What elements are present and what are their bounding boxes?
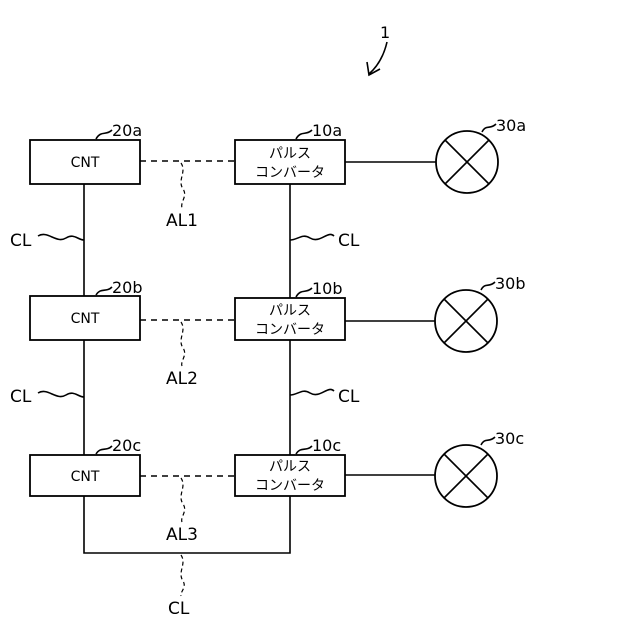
controller-20b-ref: 20b [112,278,143,297]
converter-10c-ref: 10c [312,436,341,455]
cl-leader-right-1 [290,234,334,240]
controller-20a-ref-leader [96,130,112,139]
converter-10b-ref: 10b [312,279,343,298]
link-al2-label: AL2 [166,369,198,389]
link-al3-label: AL3 [166,525,198,545]
lamp-30a-ref-leader [482,124,496,132]
converter-10b-line1: パルス [269,303,311,319]
cl-label-left-1: CL [10,231,32,251]
figure-ref-label: 1 [380,23,390,42]
converter-10a-line1: パルス [269,146,311,162]
cl-leader-left-2 [38,391,84,397]
lamp-30b [435,290,497,352]
controller-20c: CNT [30,455,140,496]
controller-20c-ref: 20c [112,436,141,455]
controller-20b-label: CNT [71,311,100,327]
lamp-30a [436,131,498,193]
cl-label-left-2: CL [10,387,32,407]
cl-leader-bottom [181,555,184,596]
lamp-30c-ref: 30c [495,429,524,448]
converter-10b: パルス コンバータ [235,298,345,340]
link-al1-label: AL1 [166,211,198,231]
lamp-30a-ref: 30a [496,116,526,135]
controller-20a: CNT [30,140,140,184]
converter-10a: パルス コンバータ [235,140,345,184]
lamp-30c-ref-leader [481,437,495,445]
cl-label-right-1: CL [338,231,360,251]
converter-10a-ref-leader [296,130,312,139]
converter-10b-ref-leader [296,288,312,297]
converter-10c-ref-leader [296,446,312,454]
controller-20c-ref-leader [96,446,112,454]
link-al3-leader [181,478,185,522]
link-al1-leader [181,163,185,208]
converter-10a-ref: 10a [312,121,342,140]
controller-20c-label: CNT [71,469,100,485]
converter-10c-line2: コンバータ [255,478,325,494]
lamp-30b-ref-leader [481,282,495,290]
controller-20a-label: CNT [71,155,100,171]
converter-10a-line2: コンバータ [255,165,325,181]
cl-leader-right-2 [290,389,334,395]
controller-20b: CNT [30,296,140,340]
converter-10c-line1: パルス [269,459,311,475]
converter-10c: パルス コンバータ [235,455,345,496]
lamp-30c [435,445,497,507]
lamp-30b-ref: 30b [495,274,526,293]
controller-20b-ref-leader [96,287,112,295]
link-al2-leader [181,322,185,366]
controller-20a-ref: 20a [112,121,142,140]
cl-label-bottom: CL [168,599,190,619]
converter-10b-line2: コンバータ [255,322,325,338]
cl-leader-left-1 [38,234,84,240]
cl-label-right-2: CL [338,387,360,407]
